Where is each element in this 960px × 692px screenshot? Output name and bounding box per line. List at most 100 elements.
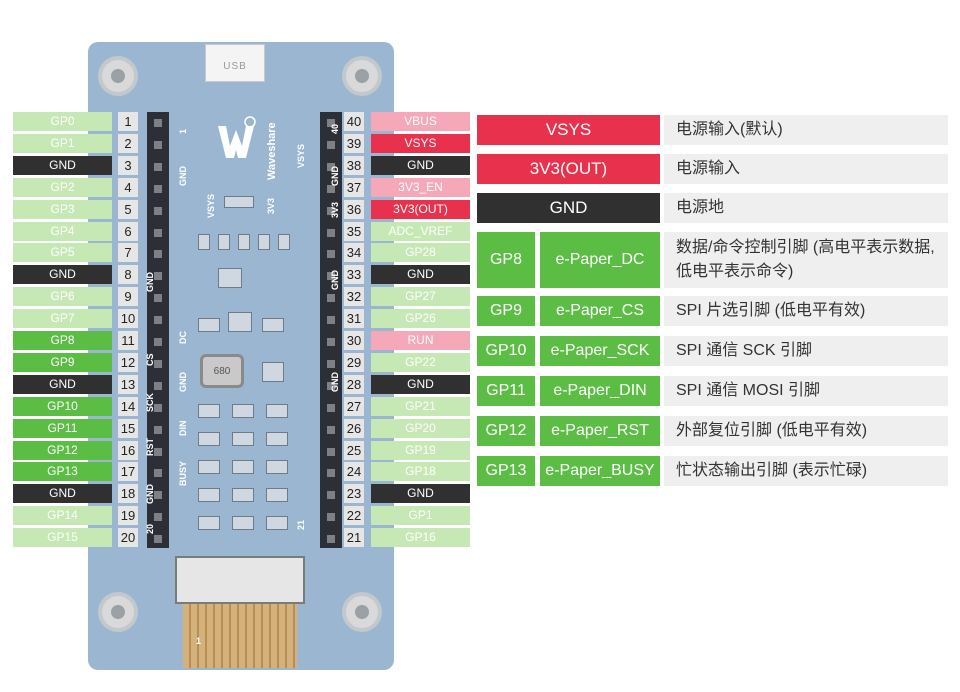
right-pin-number: 31: [344, 309, 364, 329]
left-pin-number: 19: [118, 506, 138, 526]
right-pin-number: 22: [344, 506, 364, 526]
left-pin-number: 18: [118, 484, 138, 504]
left-pin-label: GND: [13, 155, 112, 175]
header-pin: [327, 425, 335, 434]
resistor: [198, 404, 220, 418]
right-pin-label: GP21: [371, 396, 470, 416]
left-pin-number: 2: [118, 133, 138, 153]
signal-gpio: GP11: [477, 376, 535, 406]
capacitor: [198, 488, 220, 502]
ribbon-trace: [245, 604, 247, 668]
right-pin-label: RUN: [371, 331, 470, 350]
header-pin: [154, 491, 162, 500]
right-pin-number: 29: [344, 352, 364, 372]
right-pin-number: 30: [344, 331, 364, 350]
header-pin: [327, 447, 335, 456]
ribbon-trace: [205, 604, 207, 668]
resistor: [266, 460, 288, 474]
mount-hole-top-right: [342, 56, 382, 96]
header-pin: [154, 228, 162, 237]
ribbon-trace: [221, 604, 223, 668]
ribbon-trace: [197, 604, 199, 668]
left-pin-number: 9: [118, 287, 138, 307]
ribbon-trace: [269, 604, 271, 668]
inductor: 680: [200, 354, 244, 388]
power-pin-name: 3V3(OUT): [477, 154, 660, 184]
header-pin: [154, 338, 162, 346]
header-pin: [327, 491, 335, 500]
left-pin-label: GP6: [13, 287, 112, 307]
header-pin: [327, 513, 335, 522]
left-pin-number: 16: [118, 440, 138, 460]
right-pin-number: 33: [344, 265, 364, 285]
power-pin-desc: 电源地: [664, 193, 948, 223]
right-pin-label: GND: [371, 374, 470, 394]
header-pin: [154, 272, 162, 281]
capacitor: [232, 516, 254, 530]
left-pin-label: GP2: [13, 177, 112, 197]
header-pin: [154, 184, 162, 193]
left-pin-label: GP4: [13, 221, 112, 241]
header-pin: [154, 359, 162, 368]
silk-gnd-r1: GND: [330, 166, 340, 186]
left-pin-label: GP0: [13, 112, 112, 131]
header-pin: [154, 316, 162, 325]
left-pin-label: GP13: [13, 462, 112, 482]
right-pin-label: GP18: [371, 462, 470, 482]
right-pin-label: GP28: [371, 243, 470, 263]
resistor: [238, 234, 250, 250]
fpc-connector: [175, 556, 305, 604]
left-pin-label: GND: [13, 484, 112, 504]
right-pin-label: GP27: [371, 287, 470, 307]
capacitor: [198, 516, 220, 530]
left-pin-number: 11: [118, 331, 138, 350]
signal-gpio: GP10: [477, 336, 535, 366]
signal-function: e-Paper_BUSY: [540, 456, 660, 486]
silk-gnd-r2: GND: [330, 270, 340, 290]
header-pin: [327, 272, 335, 281]
header-pin: [327, 140, 335, 149]
power-pin-name: GND: [477, 193, 660, 223]
right-pin-number: 38: [344, 155, 364, 175]
resistor: [258, 234, 270, 250]
right-pin-label: VBUS: [371, 112, 470, 131]
right-pin-number: 36: [344, 199, 364, 219]
left-pin-label: GP1: [13, 133, 112, 153]
ribbon-trace: [277, 604, 279, 668]
ribbon-trace: [237, 604, 239, 668]
header-pin: [154, 206, 162, 215]
transistor: [262, 362, 284, 382]
left-pin-label: GP12: [13, 440, 112, 460]
header-pin: [327, 162, 335, 171]
silk-pin21: 21: [296, 519, 306, 530]
right-pin-number: 34: [344, 243, 364, 263]
signal-gpio: GP13: [477, 456, 535, 486]
header-pin: [327, 119, 335, 127]
header-pin: [154, 119, 162, 127]
right-pin-label: 3V3(OUT): [371, 199, 470, 219]
power-pin-desc: 电源输入(默认): [664, 115, 948, 145]
left-pin-label: GP5: [13, 243, 112, 263]
header-pin: [154, 403, 162, 412]
capacitor: [198, 318, 220, 332]
mount-hole-bottom-left: [98, 592, 138, 632]
silk-gnd-a: GND: [178, 166, 188, 186]
right-pin-label: GND: [371, 155, 470, 175]
resistor: [232, 460, 254, 474]
left-pin-number: 8: [118, 265, 138, 285]
silk-gnd-r3: GND: [330, 372, 340, 392]
silk-dc: DC: [178, 331, 188, 344]
silk-pin20: 20: [145, 523, 155, 534]
ribbon-trace: [261, 604, 263, 668]
left-pin-number: 1: [118, 112, 138, 131]
right-pin-header: [320, 112, 342, 548]
right-pin-number: 37: [344, 177, 364, 197]
header-pin: [327, 250, 335, 259]
resistor: [232, 404, 254, 418]
left-pin-label: GP3: [13, 199, 112, 219]
header-pin: [154, 513, 162, 522]
header-pin: [154, 162, 162, 171]
left-pin-number: 3: [118, 155, 138, 175]
signal-desc: 外部复位引脚 (低电平有效): [664, 416, 948, 446]
right-pin-number: 39: [344, 133, 364, 153]
